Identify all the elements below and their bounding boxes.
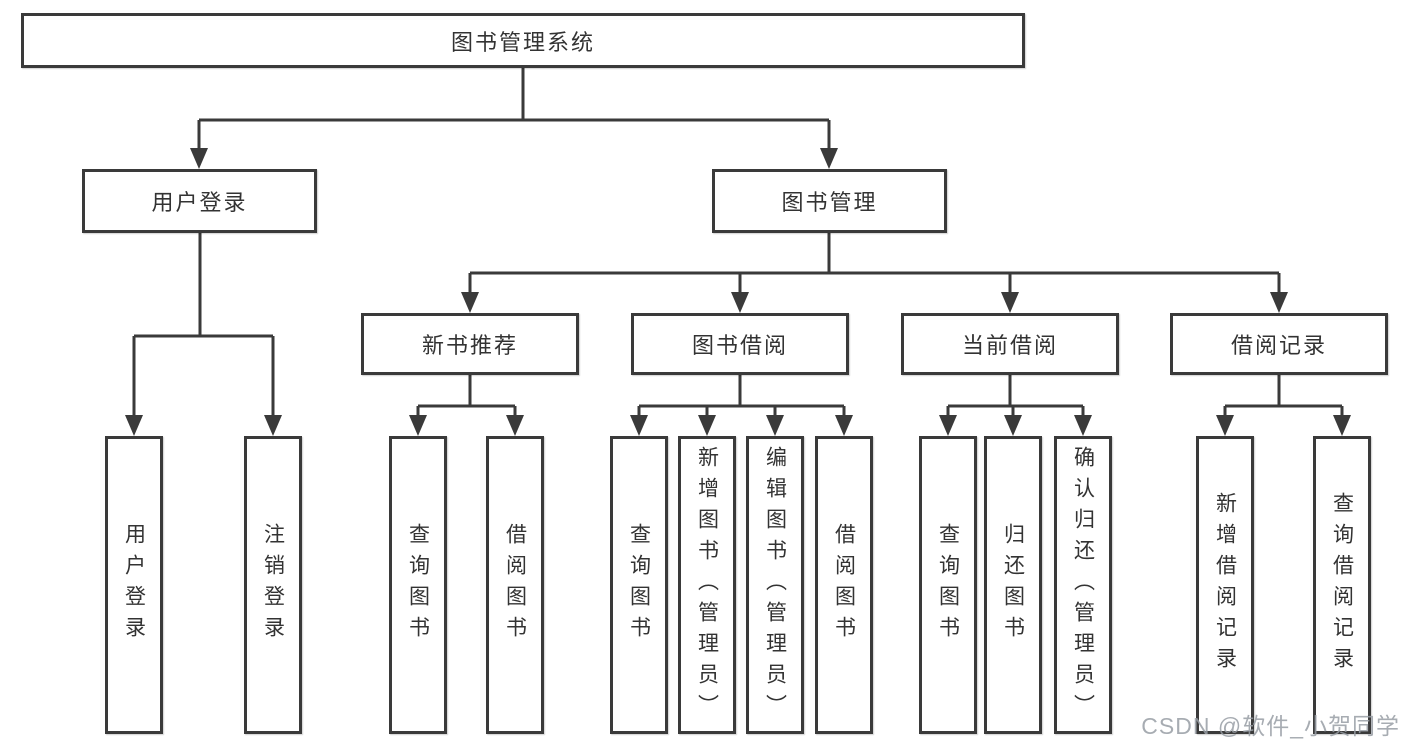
- node-label: 注销登录: [261, 523, 285, 647]
- node-label: 查询图书: [627, 523, 651, 647]
- node-logout-action: 注销登录: [244, 436, 302, 734]
- node-book-borrowing: 图书借阅: [631, 313, 849, 375]
- node-label: 查询借阅记录: [1330, 492, 1354, 678]
- node-label: 借阅图书: [832, 523, 856, 647]
- node-library-management-system: 图书管理系统: [21, 13, 1025, 68]
- node-label: 当前借阅: [961, 333, 1058, 358]
- node-current-borrowing: 当前借阅: [901, 313, 1119, 375]
- node-query-borrowing-record: 查询借阅记录: [1313, 436, 1371, 734]
- node-query-books-recommend: 查询图书: [389, 436, 447, 734]
- node-new-book-recommendation: 新书推荐: [361, 313, 579, 375]
- node-user-login-module: 用户登录: [82, 169, 317, 233]
- node-confirm-return-admin: 确认归还（管理员）: [1054, 436, 1112, 734]
- node-borrow-books-recommend: 借阅图书: [486, 436, 544, 734]
- node-label: 图书管理系统: [450, 29, 595, 55]
- node-query-books-current: 查询图书: [919, 436, 977, 734]
- node-label: 新增借阅记录: [1213, 492, 1237, 678]
- node-borrowing-records: 借阅记录: [1170, 313, 1388, 375]
- node-label: 确认归还（管理员）: [1071, 445, 1095, 725]
- node-label: 编辑图书（管理员）: [763, 445, 787, 725]
- watermark-text: CSDN @软件_小贺同学: [1141, 713, 1400, 739]
- node-label: 图书借阅: [691, 333, 788, 358]
- node-return-books: 归还图书: [984, 436, 1042, 734]
- node-add-borrowing-record: 新增借阅记录: [1196, 436, 1254, 734]
- node-book-management-module: 图书管理: [712, 169, 947, 233]
- node-add-books-admin: 新增图书（管理员）: [678, 436, 736, 734]
- node-label: 图书管理: [781, 190, 878, 215]
- node-label: 新增图书（管理员）: [695, 445, 719, 725]
- node-borrow-books-action: 借阅图书: [815, 436, 873, 734]
- node-label: 借阅图书: [503, 523, 527, 647]
- node-edit-books-admin: 编辑图书（管理员）: [746, 436, 804, 734]
- node-label: 用户登录: [151, 190, 248, 215]
- node-label: 归还图书: [1001, 523, 1025, 647]
- node-label: 借阅记录: [1230, 333, 1327, 358]
- node-label: 查询图书: [406, 523, 430, 647]
- node-label: 用户登录: [122, 523, 146, 647]
- node-label: 查询图书: [936, 523, 960, 647]
- node-label: 新书推荐: [421, 333, 518, 358]
- node-user-login-action: 用户登录: [105, 436, 163, 734]
- node-query-books-borrowing: 查询图书: [610, 436, 668, 734]
